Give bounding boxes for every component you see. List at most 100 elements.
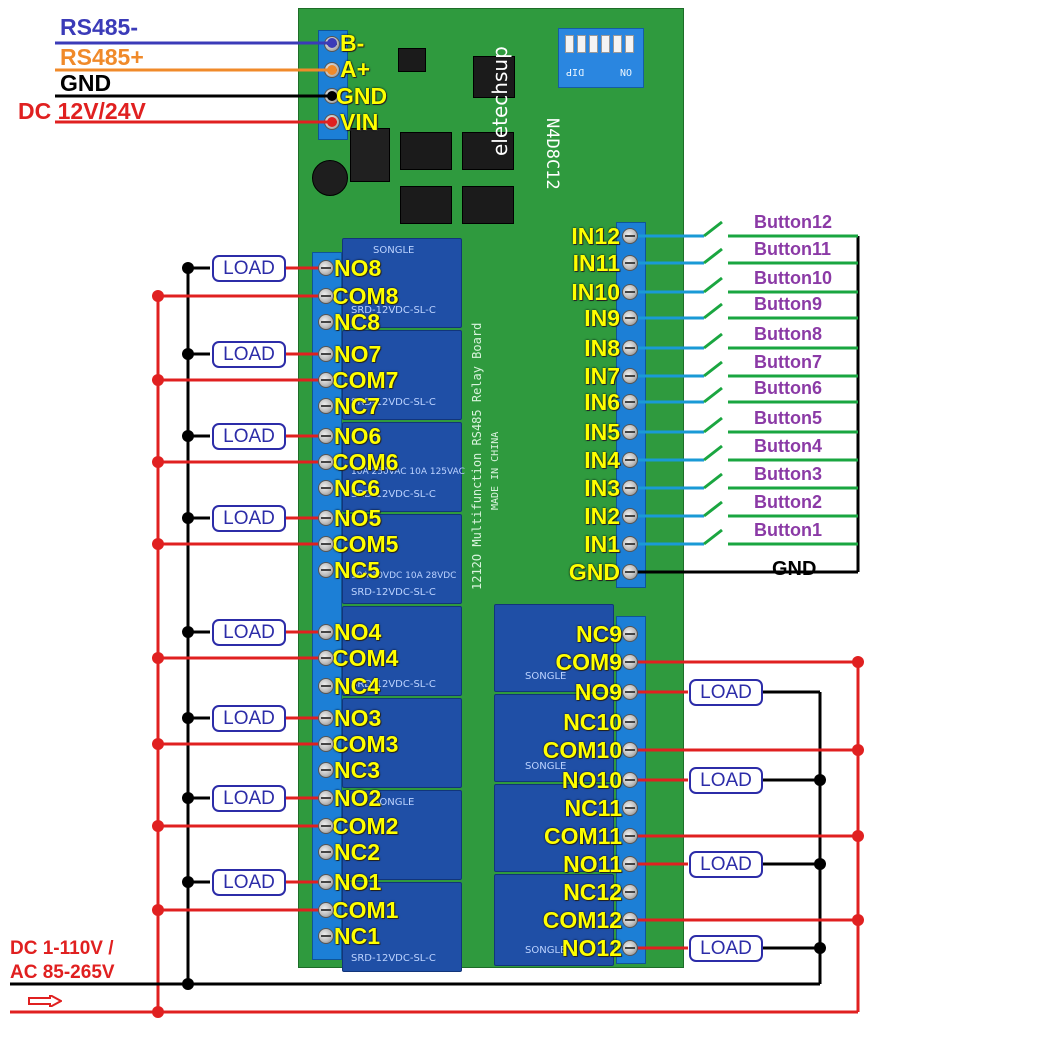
junction-neutral [182,712,194,724]
button-switch-blade [703,472,723,490]
junction-rs485-minus [327,38,337,48]
button-label: Button5 [754,408,822,428]
load-supply-line2: AC 85-265V [10,962,115,983]
terminal-label-nc: NC7 [334,393,381,419]
terminal-label-com: COM8 [332,283,399,309]
screw-nc4 [318,678,334,694]
junction-neutral-right [814,942,826,954]
relay-5-rating: 10A 30VDC 10A 28VDC [351,571,457,581]
load-box-right: LOAD [689,935,763,962]
rs485-plus-label: RS485+ [60,44,144,70]
junction-live-right [852,744,864,756]
junction-bottom-neutral [182,978,194,990]
screw-in11 [622,255,638,271]
screw-com2 [318,818,334,834]
input-label-in3: IN3 [584,475,620,501]
screw-nc2 [318,844,334,860]
terminal-label-no: NO3 [334,705,382,731]
button-switch-blade [703,386,723,404]
terminal-label-no: NO2 [334,785,382,811]
button-switch-blade [703,247,723,265]
terminal-label-nc: NC5 [334,557,381,583]
terminal-label-nc-right: NC10 [563,709,622,735]
screw-com4 [318,650,334,666]
screw-com8 [318,288,334,304]
junction-live [152,290,164,302]
terminal-label-com-right: COM9 [555,649,622,675]
terminal-label-nc: NC2 [334,839,381,865]
terminal-label-nc-right: NC12 [563,879,622,905]
screw-no5 [318,510,334,526]
relay-10: SONGLE [494,694,614,782]
relay-12: SONGLE [494,874,614,966]
load-box-right: LOAD [689,767,763,794]
relay-6-rating: 10A 250VAC 10A 125VAC [351,467,465,477]
screw-com1 [318,902,334,918]
screw-in7 [622,368,638,384]
junction-live [152,456,164,468]
junction-neutral-right [814,774,826,786]
button-label: Button10 [754,268,832,288]
junction-neutral [182,262,194,274]
terminal-label-nc: NC4 [334,673,381,699]
terminal-label-nc-right: NC11 [564,795,622,821]
terminal-label-nc: NC6 [334,475,381,501]
input-label-in11: IN11 [572,250,620,276]
input-label-gnd: GND [568,559,620,585]
input-label-in7: IN7 [584,363,620,389]
junction-neutral-right [814,858,826,870]
button-label: Button7 [754,352,822,372]
load-box: LOAD [212,341,286,368]
terminal-label-no-right: NO12 [561,935,622,961]
relay-8-brand: SONGLE [373,245,415,256]
terminal-label-no: NO7 [334,341,382,367]
junction-live [152,738,164,750]
relay-4-model: SRD-12VDC-SL-C [351,679,436,690]
terminal-label-nc: NC8 [334,309,381,335]
terminal-label-com: COM5 [332,531,399,557]
pin-vin: VIN [340,109,379,135]
screw-in10 [622,284,638,300]
terminal-label-no: NO5 [334,505,382,531]
relay-1: SRD-12VDC-SL-C [342,882,462,972]
relay-1-model: SRD-12VDC-SL-C [351,953,436,964]
junction-live-right [852,914,864,926]
terminal-label-com: COM2 [332,813,399,839]
terminal-label-nc-right: NC9 [575,621,622,647]
button-label: Button1 [754,520,822,540]
screw-in2 [622,508,638,524]
arrow-icon [28,993,64,1009]
input-label-in1: IN1 [584,531,620,557]
junction-live [152,652,164,664]
relay-9: SONGLE [494,604,614,692]
junction-rs485-plus [327,65,337,75]
junction-neutral [182,792,194,804]
screw-nc11 [622,800,638,816]
relay-11 [494,784,614,872]
relay-2-brand: SONGLE [373,797,415,808]
screw-in3 [622,480,638,496]
input-label-in5: IN5 [584,419,620,445]
rs485-chip [398,48,426,72]
button-switch-blade [703,220,723,238]
screw-com3 [318,736,334,752]
screw-no1 [318,874,334,890]
relay-2: SONGLE [342,790,462,880]
terminal-label-com: COM4 [332,645,399,671]
junction-neutral [182,626,194,638]
button-gnd-label: GND [772,558,817,580]
screw-in8 [622,340,638,356]
screw-nc3 [318,762,334,778]
dip-switch[interactable] [558,28,644,88]
button-label: Button4 [754,436,822,456]
pin-a-plus: A+ [340,56,371,82]
screw-no3 [318,710,334,726]
input-label-in12: IN12 [571,223,620,249]
dc-supply-label: DC 12V/24V [18,98,146,124]
rs485-minus-label: RS485- [60,14,138,40]
button-switch-blade [703,500,723,518]
